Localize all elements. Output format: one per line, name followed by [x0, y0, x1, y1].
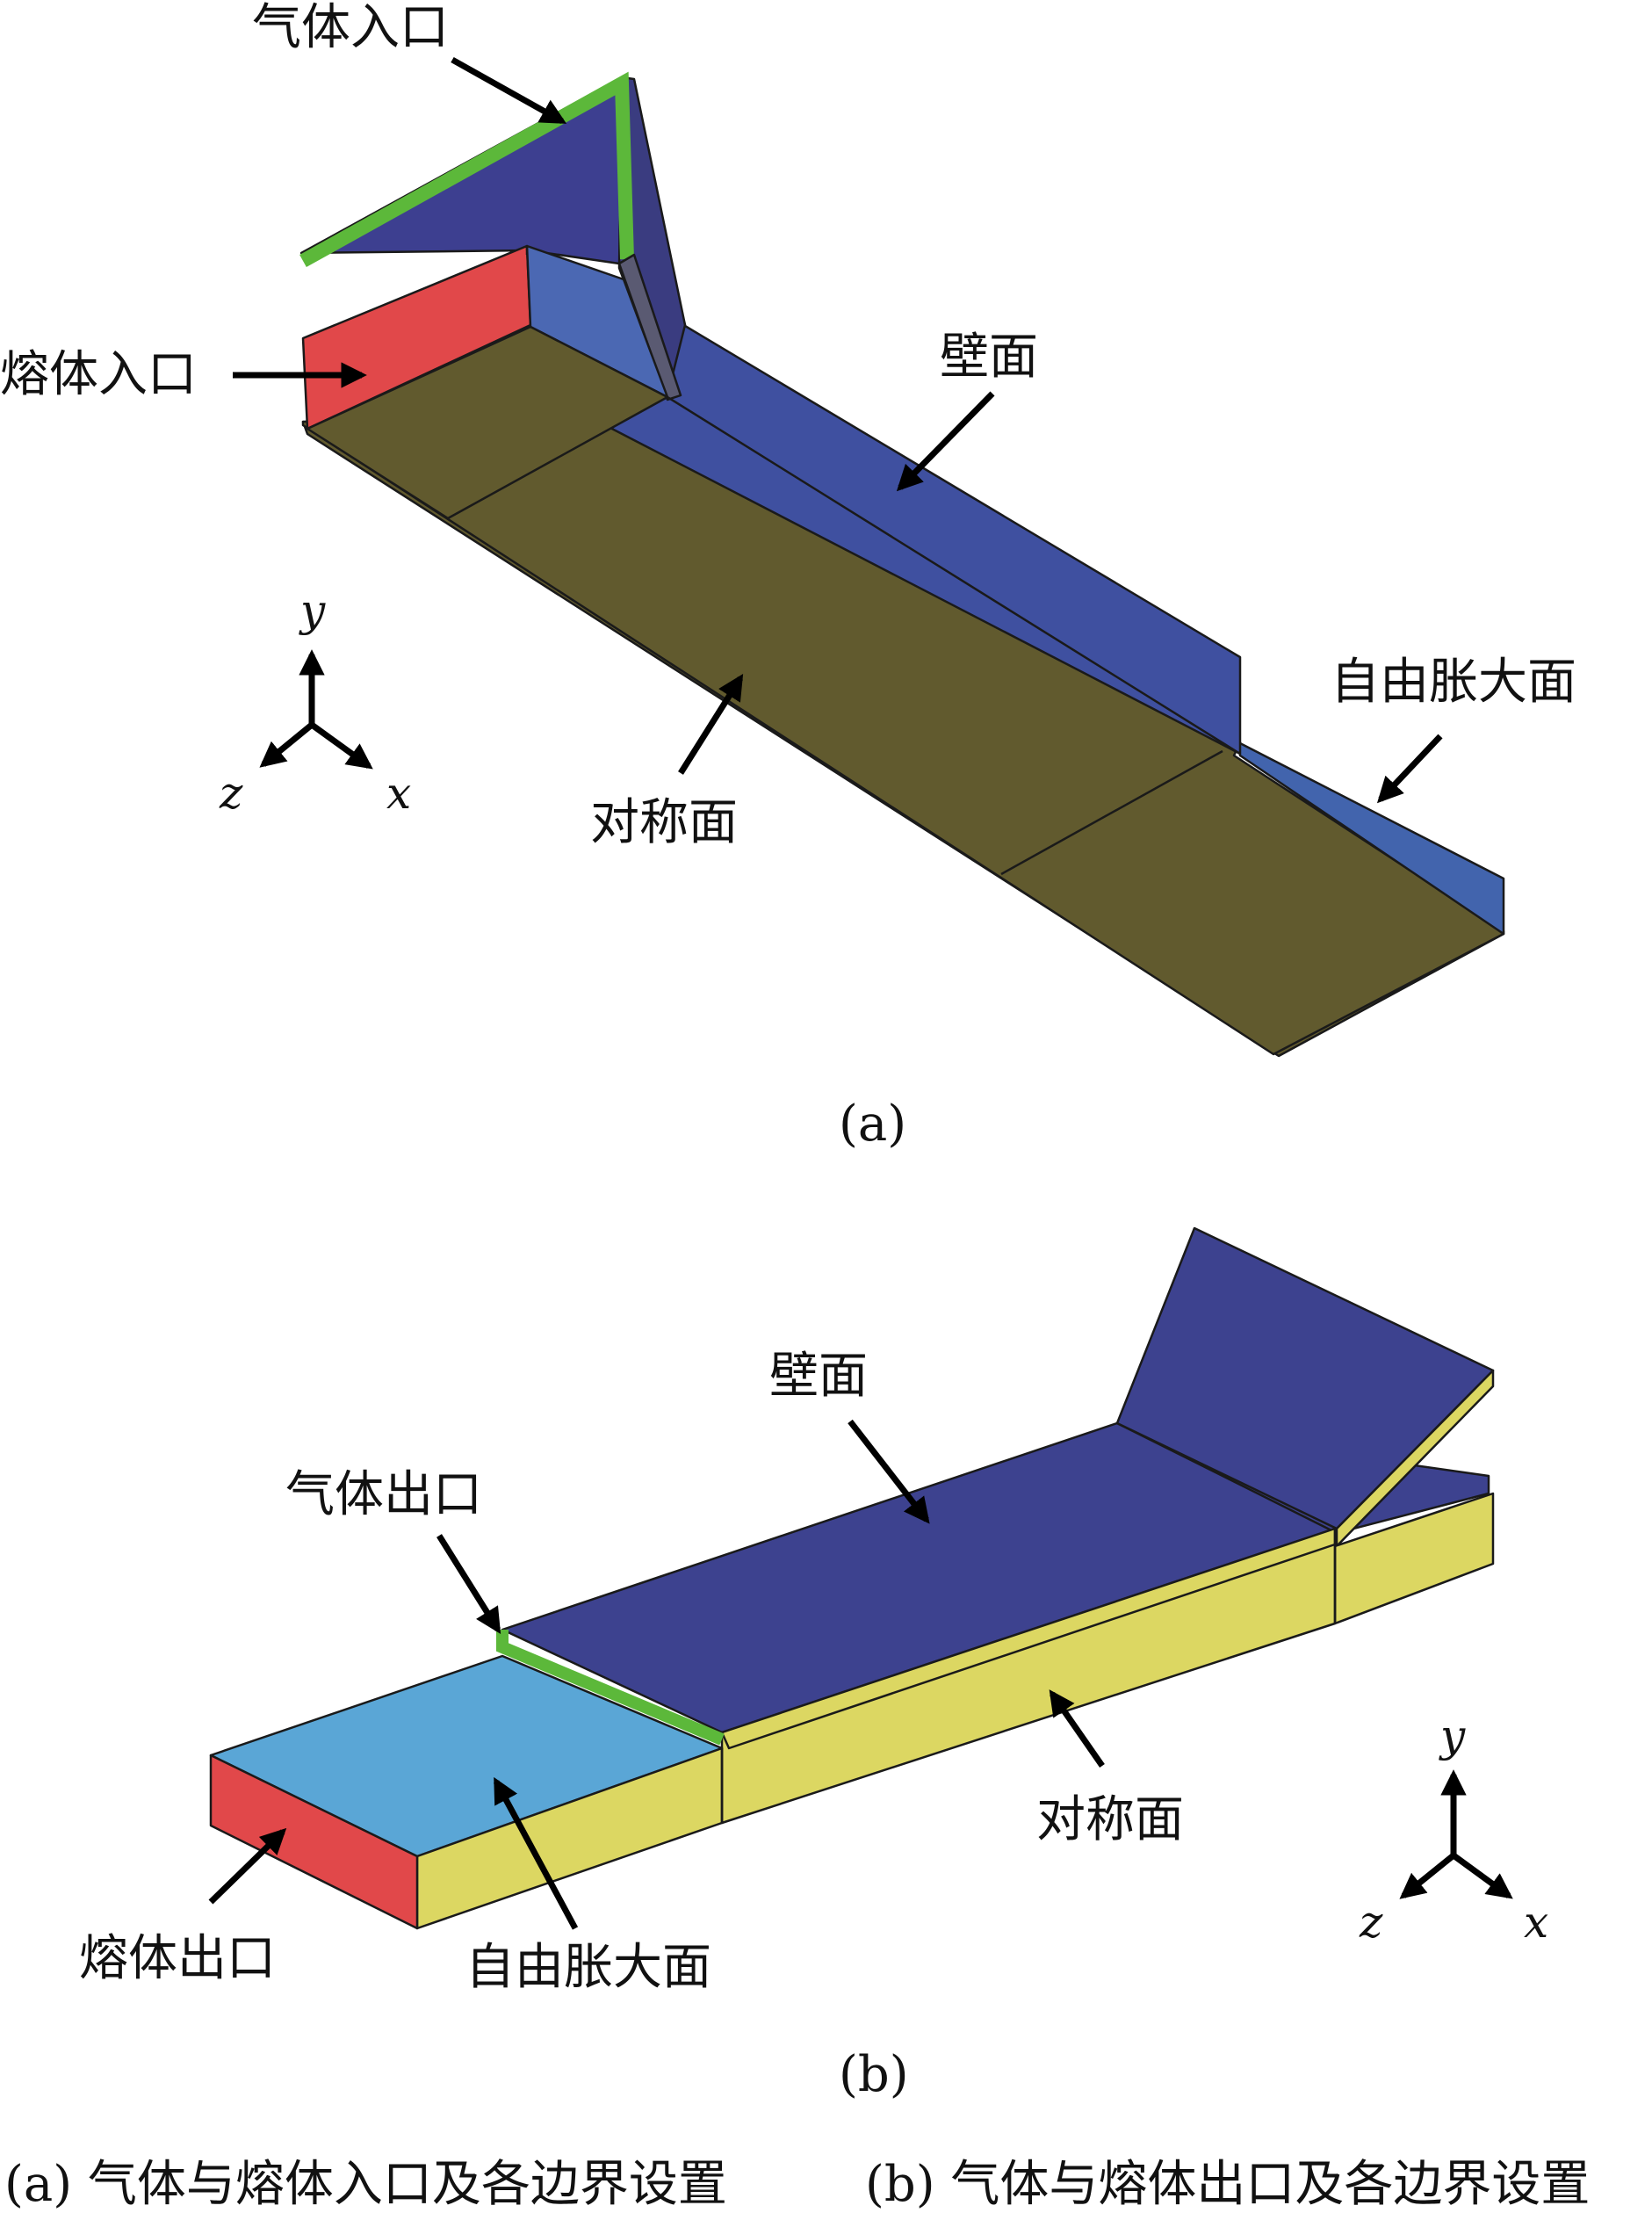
caption-b: (b) 气体与熔体出口及各边界设置 — [865, 2156, 1590, 2213]
diagram-b: 壁面 气体出口 对称面 熔体出口 自由胀大面 y z x (b) — [79, 1226, 1548, 2103]
axes-triad-a: y z x — [219, 585, 411, 819]
label-wall-a: 壁面 — [940, 329, 1038, 386]
label-symmetry-b: 对称面 — [1036, 1791, 1184, 1848]
label-gas-inlet-a: 气体入口 — [252, 0, 449, 56]
axis-y-label-a: y — [299, 585, 326, 636]
label-melt-outlet-b: 熔体出口 — [79, 1930, 276, 1987]
label-symmetry-a: 对称面 — [590, 794, 738, 851]
axis-z-label-a: z — [219, 768, 243, 819]
axis-z-label-b: z — [1359, 1897, 1383, 1948]
axes-triad-b: y z x — [1359, 1710, 1548, 1948]
sublabel-a: (a) — [839, 1096, 906, 1153]
caption-a: (a) 气体与熔体入口及各边界设置 — [4, 2156, 727, 2213]
diagram-a: 气体入口 熔体入口 壁面 自由胀大面 对称面 y z x (a) — [0, 0, 1576, 1153]
label-free-expansion-a: 自由胀大面 — [1331, 654, 1576, 711]
axis-y-label-b: y — [1439, 1710, 1466, 1761]
gas-outlet-edge-b — [496, 1630, 725, 1746]
label-wall-b: 壁面 — [769, 1348, 868, 1405]
gas-inlet-edge-a — [299, 71, 634, 267]
plate-edge-b — [1335, 1369, 1495, 1548]
label-melt-inlet-a: 熔体入口 — [0, 346, 197, 403]
label-free-expansion-b: 自由胀大面 — [465, 1939, 711, 1996]
label-gas-outlet-b: 气体出口 — [285, 1466, 482, 1523]
axis-x-label-b: x — [1524, 1897, 1548, 1948]
axis-x-label-a: x — [386, 768, 411, 819]
melt-outlet-face-b — [209, 1754, 419, 1930]
sublabel-b: (b) — [839, 2046, 909, 2103]
